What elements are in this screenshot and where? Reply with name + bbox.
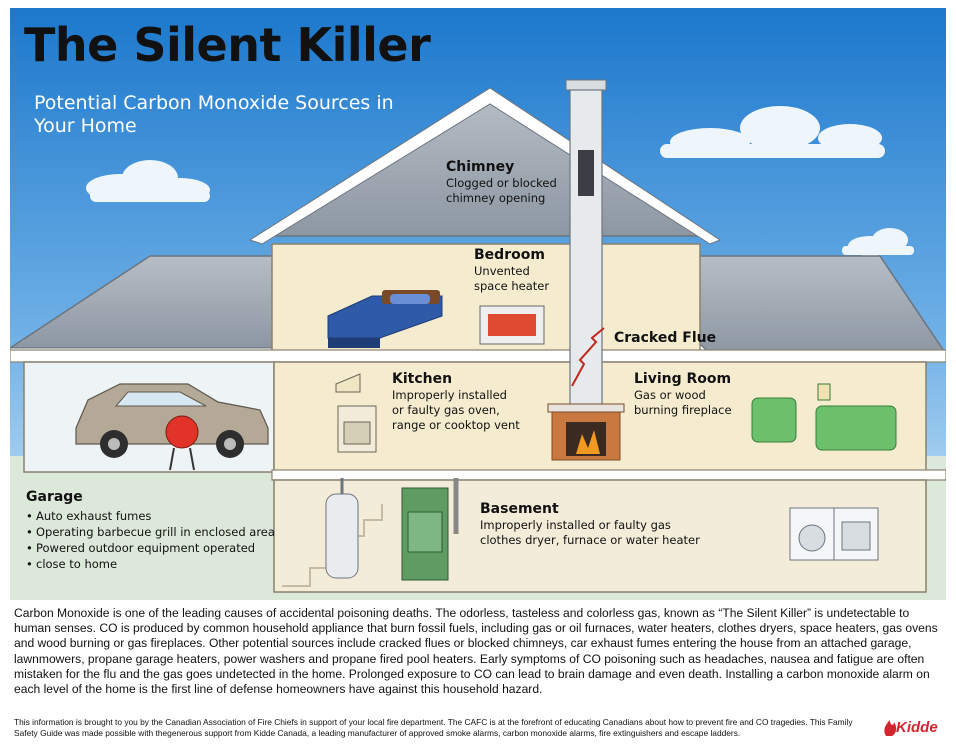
garage-list-item: Operating barbecue grill in enclosed are… — [26, 524, 286, 540]
label-living-room: Living Room Gas or wood burning fireplac… — [634, 370, 732, 418]
label-basement: Basement Improperly installed or faulty … — [480, 500, 700, 548]
cloud — [86, 160, 210, 202]
cloud — [842, 228, 914, 256]
stove-icon — [335, 373, 377, 453]
space-heater-icon — [479, 305, 545, 345]
poster-subtitle: Potential Carbon Monoxide Sources in You… — [34, 92, 394, 137]
label-bedroom: Bedroom Unvented space heater — [474, 246, 549, 294]
sofa-icon — [751, 383, 897, 451]
kitchen-heading: Kitchen — [392, 371, 453, 387]
water-heater-icon — [325, 478, 359, 579]
footer-credit: This information is brought to you by th… — [14, 717, 853, 738]
living-room-detail: burning fireplace — [634, 403, 732, 417]
cloud — [660, 106, 885, 158]
garage-list: Auto exhaust fumes Operating barbecue gr… — [26, 508, 286, 572]
garage-list-item: Powered outdoor equipment operated — [26, 540, 286, 556]
poster-illustration: The Silent Killer Potential Carbon Monox… — [10, 8, 946, 600]
label-kitchen: Kitchen Improperly installed or faulty g… — [392, 370, 520, 433]
label-cracked-flue: Cracked Flue — [614, 330, 717, 346]
bed-icon — [327, 290, 443, 348]
basement-detail: clothes dryer, furnace or water heater — [480, 533, 700, 547]
garage-list-item: Auto exhaust fumes — [26, 508, 286, 524]
chimney-heading: Chimney — [446, 159, 515, 175]
label-garage: Garage Auto exhaust fumes Operating barb… — [26, 488, 286, 572]
basement-heading: Basement — [480, 501, 559, 517]
washer-dryer-icon — [789, 507, 879, 561]
car-icon — [75, 383, 269, 458]
bedroom-heading: Bedroom — [474, 247, 545, 263]
chimney-detail: Clogged or blocked — [446, 176, 557, 190]
kitchen-detail: or faulty gas oven, — [392, 403, 500, 417]
kitchen-detail: range or cooktop vent — [392, 418, 520, 432]
kitchen-detail: Improperly installed — [392, 388, 507, 402]
basement-detail: Improperly installed or faulty gas — [480, 518, 671, 532]
kidde-logo-text: Kidde — [896, 719, 938, 736]
bedroom-detail: space heater — [474, 279, 550, 293]
crack-icon — [571, 327, 605, 387]
garage-heading: Garage — [26, 489, 83, 505]
garage-list-item-continued: close to home — [26, 556, 286, 572]
living-room-detail: Gas or wood — [634, 388, 706, 402]
label-chimney: Chimney Clogged or blocked chimney openi… — [446, 158, 557, 206]
kidde-logo: Kidde — [880, 712, 946, 740]
chimney-detail: chimney opening — [446, 191, 546, 205]
living-room-heading: Living Room — [634, 371, 732, 387]
body-paragraph: Carbon Monoxide is one of the leading ca… — [14, 606, 938, 697]
bedroom-detail: Unvented — [474, 264, 530, 278]
poster-title: The Silent Killer — [24, 18, 431, 72]
barbecue-grill-icon — [165, 415, 199, 471]
chimney-stack — [565, 79, 607, 91]
kidde-flame-icon: Kidde — [884, 719, 938, 736]
furnace-icon — [401, 478, 459, 581]
